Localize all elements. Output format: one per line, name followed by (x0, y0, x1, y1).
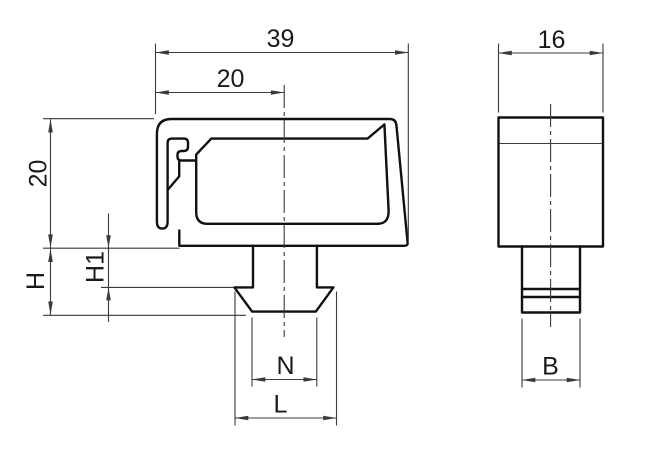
label-foot-neck-height: H1 (82, 251, 110, 283)
front-view (155, 117, 409, 313)
label-side-foot-width: B (542, 353, 559, 381)
arrow-down (106, 235, 111, 248)
dimension-linework (43, 43, 604, 426)
label-side-body-width: 16 (538, 26, 566, 54)
front-inner-cavity (195, 123, 390, 225)
dim-foot-flange-width (234, 291, 338, 426)
dimension-labels: 39 20 20 H H1 N L 16 B (22, 25, 565, 419)
label-foot-neck-width: N (276, 352, 294, 380)
front-outer-profile (155, 117, 409, 247)
dim-side-body-width (497, 43, 604, 113)
label-body-height: 20 (25, 160, 53, 188)
label-foot-total-height: H (22, 272, 50, 290)
side-foot (520, 245, 582, 314)
dim-total-width (154, 43, 409, 241)
dim-body-height (43, 118, 180, 249)
arrow-up (106, 287, 111, 301)
label-foot-flange-width: L (274, 391, 288, 419)
label-hook-offset: 20 (217, 65, 245, 93)
front-inner-slope-edge (166, 160, 181, 192)
dim-foot-neck-width (251, 317, 318, 387)
dim-foot-neck-height (101, 213, 234, 322)
dim-side-foot-width (521, 318, 581, 388)
label-total-width: 39 (267, 25, 295, 53)
centerlines (283, 85, 552, 337)
dim-foot-total-height (43, 248, 246, 316)
